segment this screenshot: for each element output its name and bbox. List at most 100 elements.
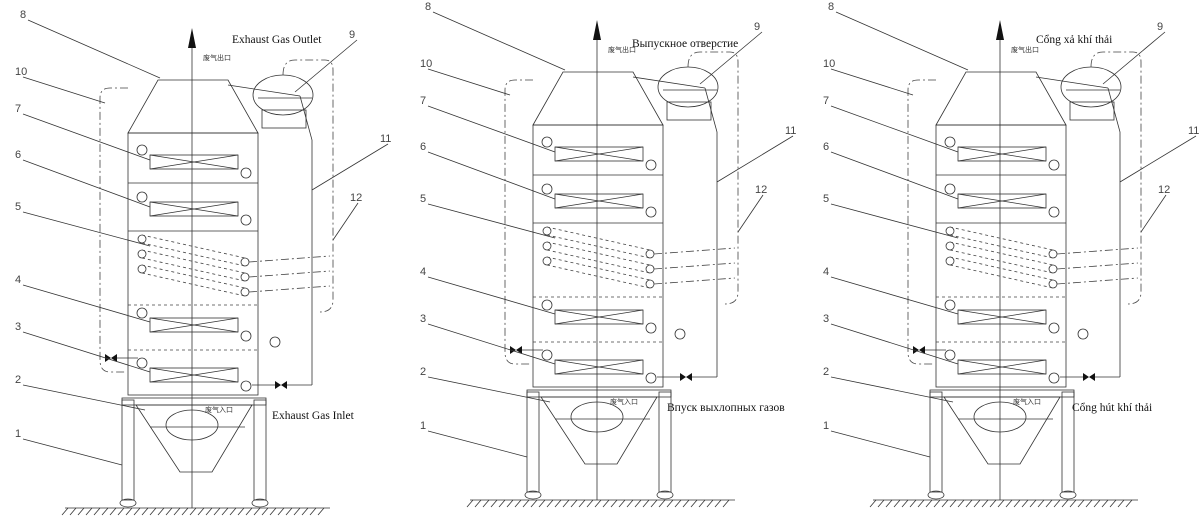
- packing-bed: [149, 154, 239, 170]
- ground-hatch: [221, 507, 229, 516]
- part-number-12: 12: [350, 192, 362, 204]
- valve-icon: [275, 381, 287, 389]
- ground-hatch: [973, 499, 981, 508]
- dashed-enclosure-left: [504, 79, 533, 365]
- ground-hatch: [309, 507, 317, 516]
- ground-hatch: [482, 499, 490, 508]
- support-leg-left: [929, 391, 943, 493]
- line: [141, 264, 246, 289]
- ground-hatch: [117, 507, 125, 516]
- ground-hatch: [538, 499, 546, 508]
- part-number-3: 3: [420, 313, 426, 325]
- inlet-hopper: [540, 396, 658, 465]
- leader-line: [427, 276, 556, 315]
- ground-hatch: [546, 499, 554, 508]
- leader-line: [835, 11, 969, 71]
- ground-hatch: [466, 499, 474, 508]
- ground-hatch: [237, 507, 245, 516]
- chinese-inlet-label: 废气入口: [1013, 397, 1041, 406]
- spray-nozzle: [944, 183, 956, 195]
- spray-nozzle: [1048, 322, 1060, 334]
- spray-nozzle: [944, 299, 956, 311]
- ground-hatch: [1053, 499, 1061, 508]
- spray-nozzle: [645, 322, 657, 334]
- ground-hatch: [626, 499, 634, 508]
- line: [149, 154, 239, 170]
- ground-hatch: [642, 499, 650, 508]
- outlet-caption: Выпускное отверстие: [632, 38, 738, 50]
- packing-bed: [149, 201, 239, 217]
- support-leg-left: [121, 399, 135, 501]
- spray-nozzle: [240, 214, 252, 226]
- outlet-caption: Cổng xả khí thải: [1036, 33, 1112, 46]
- ground-hatch: [77, 507, 85, 516]
- ground-hatch: [530, 499, 538, 508]
- ground-hatch: [61, 507, 69, 516]
- line: [141, 242, 246, 267]
- ground-hatch: [1117, 499, 1125, 508]
- tube-end: [542, 226, 552, 236]
- part-number-8: 8: [828, 1, 834, 13]
- inlet-hopper: [943, 396, 1061, 465]
- inlet-caption: Cổng hút khí thải: [1072, 401, 1152, 414]
- ground-hatch: [181, 507, 189, 516]
- ground-hatch: [293, 507, 301, 516]
- ground-hatch: [682, 499, 690, 508]
- part-number-4: 4: [15, 274, 21, 286]
- line: [546, 256, 651, 281]
- leader-line: [1102, 31, 1166, 85]
- leg-foot-left: [524, 490, 542, 500]
- spray-nozzle: [541, 349, 553, 361]
- ground-hatch: [85, 507, 93, 516]
- dashed-enclosure-left: [907, 79, 936, 365]
- leader-line: [830, 203, 959, 239]
- ground-hatch: [618, 499, 626, 508]
- valve-icon: [510, 346, 522, 354]
- spray-nozzle: [541, 136, 553, 148]
- line: [546, 241, 651, 266]
- part-number-2: 2: [823, 366, 829, 378]
- line: [949, 234, 1054, 259]
- ground-hatch: [1125, 499, 1133, 508]
- inspection-port: [674, 328, 686, 340]
- ground-hatch: [1101, 499, 1109, 508]
- ground-hatch: [869, 499, 877, 508]
- leader-line: [830, 430, 931, 458]
- ground-hatch: [1037, 499, 1045, 508]
- part-number-2: 2: [15, 374, 21, 386]
- part-number-1: 1: [15, 428, 21, 440]
- part-number-5: 5: [420, 193, 426, 205]
- leader-line: [22, 284, 151, 323]
- valve-icon: [680, 373, 692, 381]
- outlet-arrow-icon: [188, 28, 196, 48]
- part-number-12: 12: [1158, 184, 1170, 196]
- leader-line: [332, 202, 359, 241]
- line: [554, 309, 644, 325]
- inspection-port: [1077, 328, 1089, 340]
- leader-line: [716, 135, 794, 183]
- packing-bed: [149, 367, 239, 383]
- tube-end: [645, 279, 655, 289]
- tube-end: [1048, 249, 1058, 259]
- ground-hatch: [554, 499, 562, 508]
- part-number-4: 4: [420, 266, 426, 278]
- ground-hatch: [949, 499, 957, 508]
- ground-hatch: [69, 507, 77, 516]
- ground-hatch: [941, 499, 949, 508]
- ground-hatch: [965, 499, 973, 508]
- line: [546, 249, 651, 274]
- ground-hatch: [1093, 499, 1101, 508]
- tube-end: [945, 241, 955, 251]
- part-number-6: 6: [15, 149, 21, 161]
- ground-hatch: [1109, 499, 1117, 508]
- line: [149, 367, 239, 383]
- ground-hatch: [1045, 499, 1053, 508]
- part-number-10: 10: [15, 66, 27, 78]
- tube-end: [137, 234, 147, 244]
- ground-hatch: [981, 499, 989, 508]
- tower-body: [532, 124, 664, 388]
- chinese-outlet-label: 废气出口: [203, 53, 231, 62]
- spray-nozzle: [240, 167, 252, 179]
- part-number-7: 7: [15, 103, 21, 115]
